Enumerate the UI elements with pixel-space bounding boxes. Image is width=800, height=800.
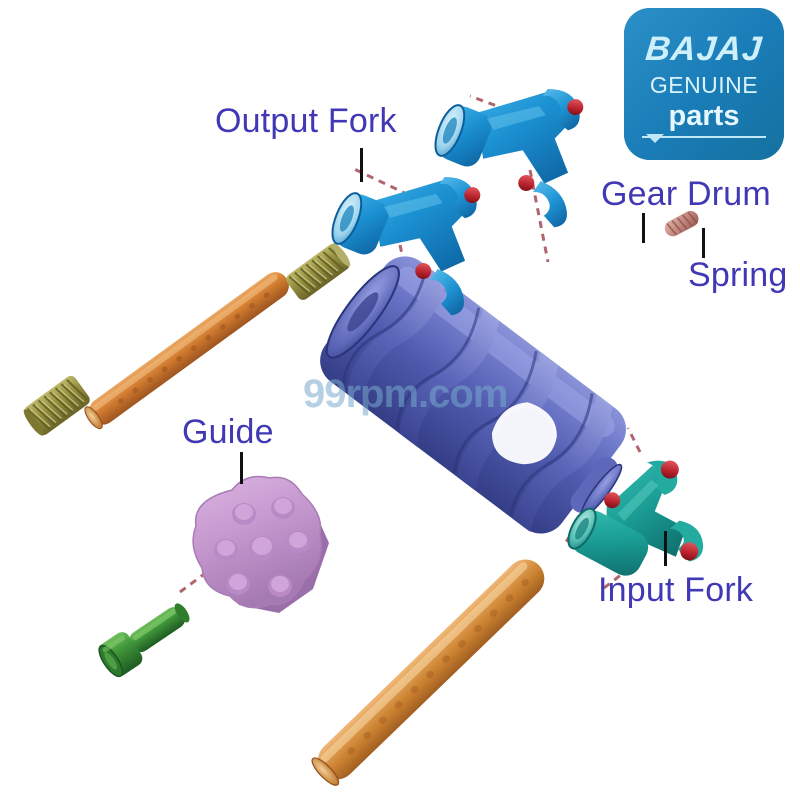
logo-bajaj-text: BAJAJ: [643, 30, 765, 68]
shaft-lower: [311, 559, 545, 786]
label-input-fork: Input Fork: [598, 571, 754, 609]
logo-tick-mark: [646, 134, 664, 143]
gear-drum: [320, 256, 626, 534]
label-guide: Guide: [182, 413, 274, 451]
logo-parts-text: parts: [668, 100, 740, 132]
leader-input-fork: [664, 531, 667, 566]
spring-drum: [664, 210, 699, 237]
leader-gear-drum: [642, 213, 645, 243]
bajaj-genuine-parts-logo: BAJAJ GENUINE parts: [624, 8, 784, 160]
shaft-upper: [84, 272, 289, 430]
label-gear-drum: Gear Drum: [601, 175, 771, 213]
spring-upper-left: [23, 375, 90, 436]
label-output-fork: Output Fork: [215, 102, 397, 140]
guide-bolt: [98, 603, 190, 678]
logo-underline: [642, 136, 766, 138]
leader-spring: [702, 228, 705, 258]
leader-output-fork: [360, 148, 363, 182]
output-fork-far: [434, 89, 584, 228]
spring-upper-right: [286, 243, 351, 300]
label-spring: Spring: [688, 256, 788, 294]
leader-guide: [240, 452, 243, 484]
logo-genuine-text: GENUINE: [649, 72, 759, 98]
guide-bosses: [214, 497, 310, 597]
guide: [192, 475, 329, 613]
shaft-upper-assembly: [23, 243, 351, 436]
output-fork-near: [331, 177, 481, 316]
